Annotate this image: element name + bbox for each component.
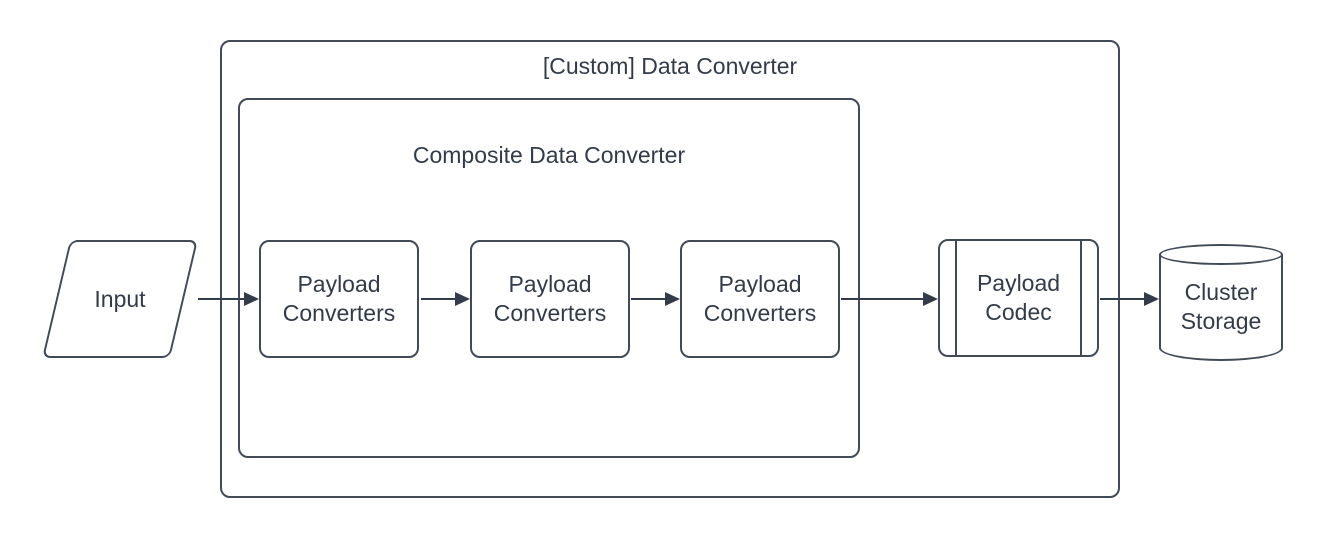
input-node: Input [42,240,198,358]
arrow-converters1-to-converters2 [421,292,470,306]
custom-data-converter-title: [Custom] Data Converter [542,53,798,79]
cluster-storage-label: Cluster Storage [1180,278,1262,334]
arrow-shaft [631,298,667,300]
payload-converters-node-1: Payload Converters [259,240,419,358]
input-node-label: Input [94,285,146,312]
custom-data-converter-container: [Custom] Data Converter [220,40,1120,498]
payload-converters-node-2: Payload Converters [470,240,630,358]
payload-converters-label-3: Payload Converters [703,271,817,326]
payload-codec-label: Payload Codec [976,270,1061,325]
payload-converters-label-1: Payload Converters [282,271,396,326]
composite-data-converter-container: Composite Data Converter [238,98,860,458]
codec-right-bar [1080,241,1082,355]
arrow-shaft [198,298,246,300]
cylinder-top [1159,244,1283,265]
arrow-input-to-converters1 [198,292,259,306]
arrow-converters3-to-codec [841,292,938,306]
arrow-converters2-to-converters3 [631,292,680,306]
arrow-shaft [1100,298,1146,300]
arrow-shaft [421,298,457,300]
cylinder-body [1159,254,1283,361]
arrowhead-icon [1144,292,1159,306]
arrow-codec-to-storage [1100,292,1159,306]
arrowhead-icon [455,292,470,306]
composite-data-converter-title: Composite Data Converter [412,142,686,168]
payload-converters-node-3: Payload Converters [680,240,840,358]
arrowhead-icon [665,292,680,306]
arrowhead-icon [923,292,938,306]
arrow-shaft [841,298,925,300]
codec-left-bar [955,241,957,355]
arrowhead-icon [244,292,259,306]
payload-codec-node: Payload Codec [938,239,1099,357]
payload-converters-label-2: Payload Converters [493,271,607,326]
cluster-storage-node: Cluster Storage [1159,244,1283,361]
